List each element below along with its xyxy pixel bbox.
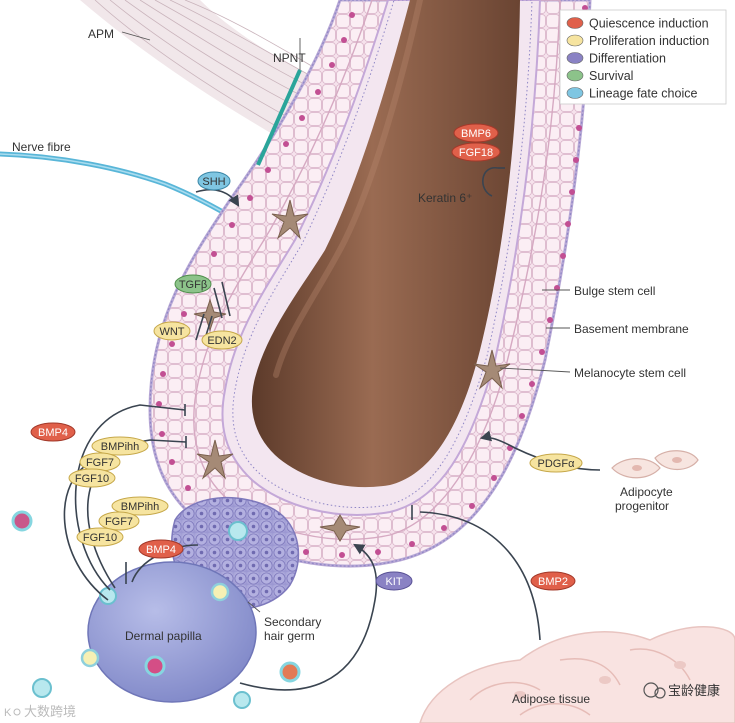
svg-text:TGFβ: TGFβ [179,279,207,291]
legend-item: Differentiation [566,52,666,66]
legend-label: Survival [589,69,633,83]
svg-text:FGF7: FGF7 [86,457,114,469]
legend-item: Survival [566,69,633,83]
hair-shaft [251,0,520,488]
signal-fgf18: FGF18 [451,142,501,162]
signal-kit: KIT [375,571,413,591]
svg-text:BMPihh: BMPihh [101,441,140,453]
legend-swatch [566,17,584,29]
dermal-papilla-label: Dermal papilla [125,629,202,643]
signal-bmpihh-bottom: BMPihh [111,496,169,516]
signal-pdgfa: PDGFα [529,453,583,473]
melanocyte-stem-cells [193,199,511,542]
legend-item: Quiescence induction [566,17,709,31]
svg-text:BMPihh: BMPihh [121,501,160,513]
signal-edn2: EDN2 [201,330,243,350]
adipocyte-label-line2: progenitor [615,499,669,513]
svg-text:PDGFα: PDGFα [538,458,576,470]
signal-fgf10-top: FGF10 [68,468,116,488]
signal-fgf10-bottom: FGF10 [76,527,124,547]
svg-text:BMP4: BMP4 [38,427,68,439]
signal-wnt: WNT [153,321,191,341]
legend-label: Differentiation [589,52,666,66]
svg-text:FGF7: FGF7 [105,516,133,528]
legend-label: Proliferation induction [589,34,709,48]
niche-cells [11,510,301,709]
watermark-left: K 大数跨境 [4,705,76,720]
legend-item: Lineage fate choice [566,87,697,101]
shg-label-line2: hair germ [264,629,315,643]
signal-bmp6: BMP6 [453,123,499,143]
signal-bmpihh-top: BMPihh [91,436,149,456]
adipocyte-progenitor-cells [611,450,699,479]
watermark-left-text: 大数跨境 [24,705,76,720]
legend-label: Lineage fate choice [589,87,697,101]
watermark-right-text: 宝龄健康 [668,683,720,699]
legend-swatch [566,69,584,82]
legend-label: Quiescence induction [589,17,709,31]
adipose-tissue-label: Adipose tissue [512,692,590,706]
signal-shh: SHH [197,171,231,191]
svg-text:WNT: WNT [159,326,184,338]
leader-lines [121,31,571,613]
npnt-label: NPNT [273,51,306,65]
legend-item: Proliferation induction [566,34,709,48]
adipocyte-label-line1: Adipocyte [620,485,673,499]
signal-tgfb: TGFβ [174,274,212,294]
signal-fgf7-bottom: FGF7 [98,511,140,531]
melanocyte-stem-cell-label: Melanocyte stem cell [574,366,686,380]
svg-text:FGF18: FGF18 [459,147,493,159]
svg-text:KIT: KIT [385,576,402,588]
basement-membrane-label: Basement membrane [574,322,689,336]
bulge-stem-cell-label: Bulge stem cell [574,284,655,298]
npnt-line [256,69,302,166]
signal-bmp2: BMP2 [530,571,576,591]
legend-swatch [566,52,584,64]
svg-text:BMP2: BMP2 [538,576,568,588]
keratin-label: Keratin 6⁺ [418,191,472,205]
signal-fgf7-top: FGF7 [79,452,121,472]
svg-text:K: K [4,707,12,719]
svg-text:BMP6: BMP6 [461,128,491,140]
signal-curves [63,167,601,691]
svg-text:FGF10: FGF10 [75,473,109,485]
svg-text:EDN2: EDN2 [207,335,236,347]
svg-text:SHH: SHH [202,176,225,188]
legend-swatch [566,87,584,99]
svg-text:BMP4: BMP4 [146,544,176,556]
signal-bmp4-top: BMP4 [30,422,76,442]
signal-bmp4-bottom: BMP4 [138,539,184,559]
watermark-right: 宝龄健康 [643,682,720,699]
shg-label-line1: Secondary [264,615,321,629]
nerve-fibre-label: Nerve fibre [12,140,71,154]
legend-swatch [566,34,584,47]
adipose-tissue [419,626,735,723]
apm-label: APM [88,27,114,41]
svg-text:FGF10: FGF10 [83,532,117,544]
